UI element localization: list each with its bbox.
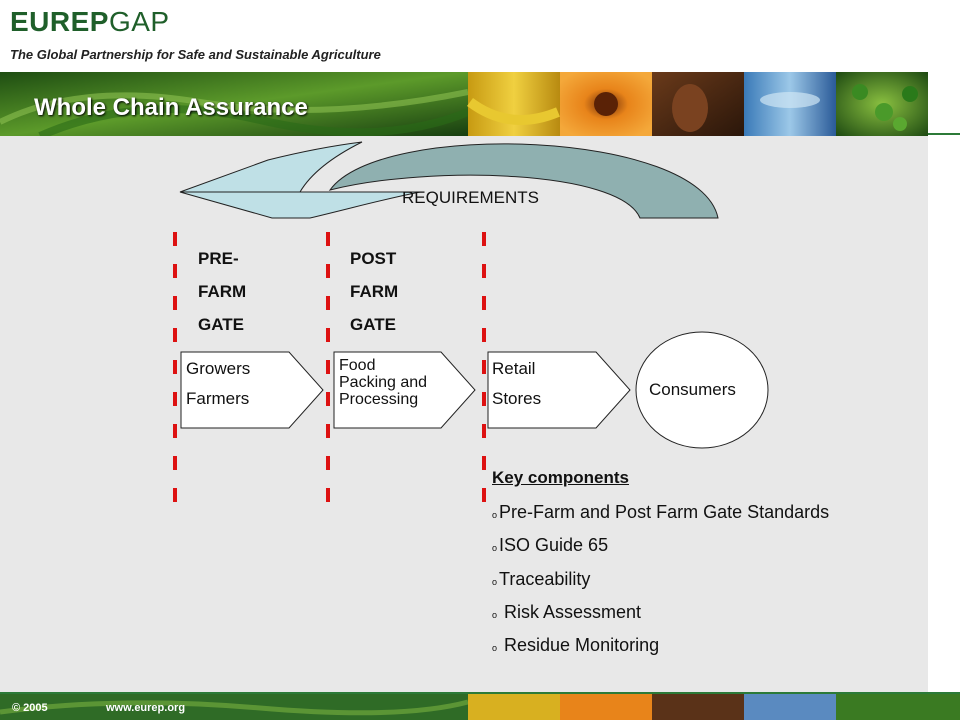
bullet-marker: o xyxy=(492,643,498,653)
footer-banner xyxy=(0,692,960,720)
requirements-arrow-dark xyxy=(328,143,719,219)
photo-banner xyxy=(0,72,928,136)
copyright-text: © 2005 xyxy=(12,702,48,714)
key-component-text: ISO Guide 65 xyxy=(499,535,609,555)
footer-divider xyxy=(0,692,960,694)
stage-label-line: Food xyxy=(339,357,376,374)
requirements-label: REQUIREMENTS xyxy=(402,188,539,207)
gate-label-line: GATE xyxy=(198,315,244,334)
stage-label-processing: Food Packing and Processing xyxy=(339,357,427,408)
stage-label-line: Growers xyxy=(186,359,251,378)
eurepgap-logo: EUREPGAP xyxy=(10,6,170,38)
gate-label-post-farm: POST FARM GATE xyxy=(350,242,398,341)
bullet-marker: o xyxy=(492,510,498,520)
key-component-text: Pre-Farm and Post Farm Gate Standards xyxy=(499,502,830,522)
requirements-arrow-light xyxy=(179,191,421,219)
key-component-item: o Risk Assessment xyxy=(492,602,641,623)
tagline: The Global Partnership for Safe and Sust… xyxy=(10,47,381,62)
gate-label-line: GATE xyxy=(350,315,396,334)
key-components-title: Key components xyxy=(492,468,629,487)
gate-label-line: POST xyxy=(350,249,397,268)
banner-image xyxy=(0,72,928,136)
stage-label-retail: Retail Stores xyxy=(492,354,541,414)
key-component-text: Risk Assessment xyxy=(499,602,642,622)
website-link[interactable]: www.eurep.org xyxy=(106,702,186,714)
key-component-item: o Residue Monitoring xyxy=(492,635,659,656)
stage-label-line: Farmers xyxy=(186,389,250,408)
slide-title: Whole Chain Assurance xyxy=(34,94,308,121)
gate-label-line: FARM xyxy=(350,282,399,301)
stage-label-line: Stores xyxy=(492,389,542,408)
key-component-text: Traceability xyxy=(499,569,591,589)
stage-shape-growers xyxy=(180,351,324,429)
gate-label-line: FARM xyxy=(198,282,247,301)
bullet-marker: o xyxy=(492,610,498,620)
requirements-arrow-head xyxy=(179,141,363,193)
stage-shape-processing xyxy=(333,351,476,429)
bullet-marker: o xyxy=(492,543,498,553)
consumers-label: Consumers xyxy=(649,380,736,399)
logo-bold-text: EUREP xyxy=(10,6,109,37)
gate-label-line: PRE- xyxy=(198,249,239,268)
logo-light-text: GAP xyxy=(108,6,170,37)
consumers-circle xyxy=(635,331,769,449)
footer-image xyxy=(0,692,960,720)
stage-label-line: Processing xyxy=(339,391,419,408)
stage-label-line: Packing and xyxy=(339,374,428,391)
content-area xyxy=(0,136,928,692)
divider-line xyxy=(928,133,960,135)
stage-label-line: Retail xyxy=(492,359,536,378)
key-component-text: Residue Monitoring xyxy=(499,635,660,655)
stage-label-growers: Growers Farmers xyxy=(186,354,250,414)
gate-label-pre-farm: PRE- FARM GATE xyxy=(198,242,246,341)
bullet-marker: o xyxy=(492,577,498,587)
stage-shape-retail xyxy=(487,351,631,429)
